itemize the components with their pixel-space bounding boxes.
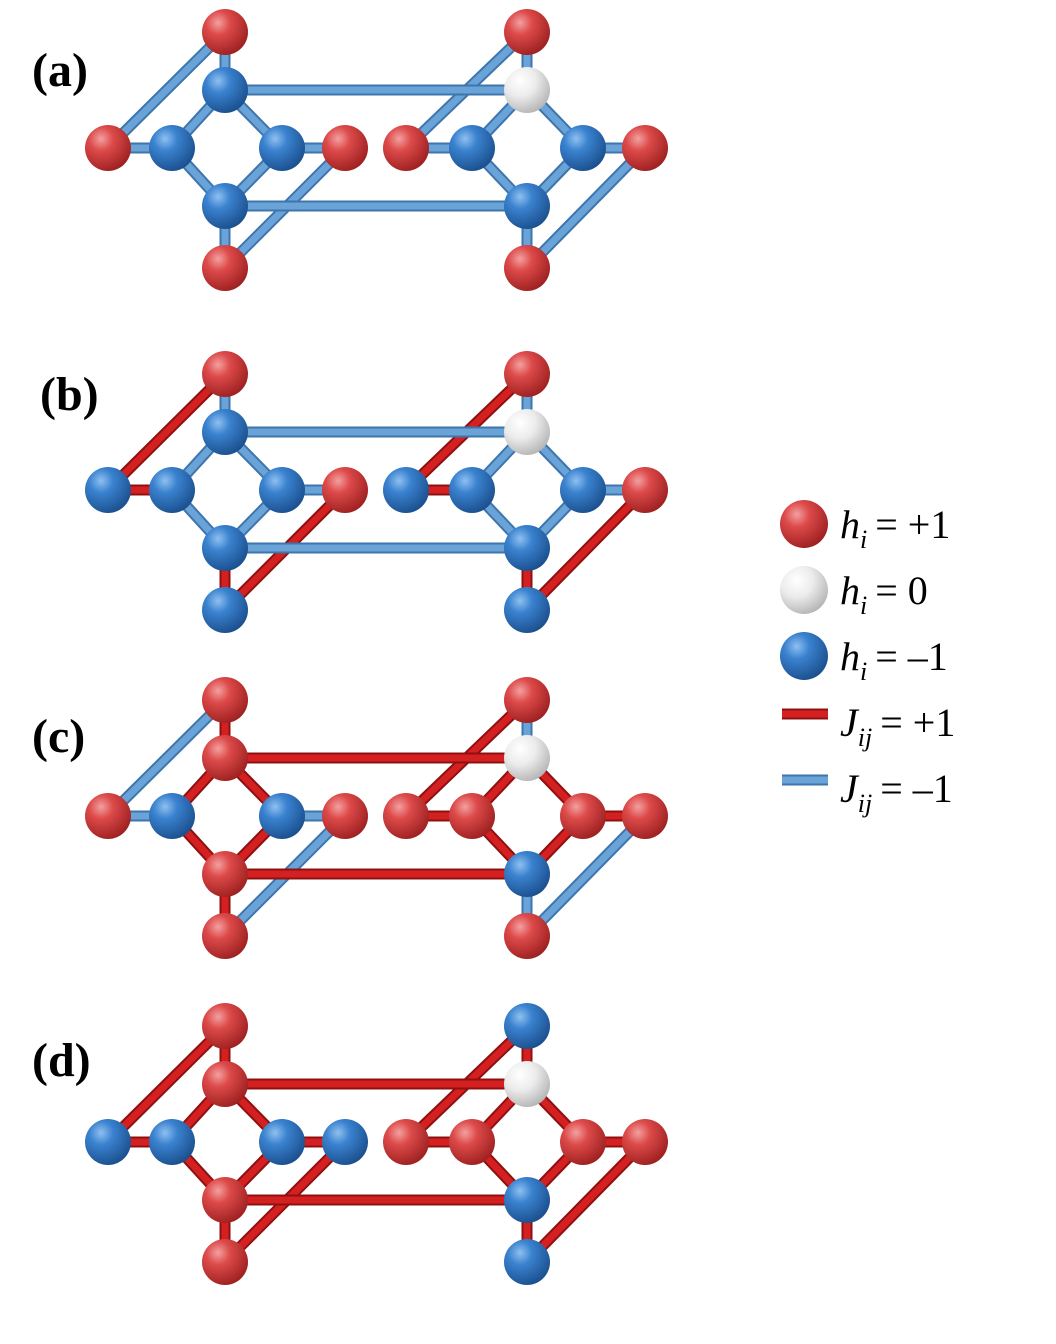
spin-L-left-in: [149, 793, 195, 839]
spin-R-far-right: [622, 1119, 668, 1165]
spin-L-down: [202, 183, 248, 229]
coupling-R-far-right-bottom: [523, 144, 649, 272]
spin-R-left-in: [449, 125, 495, 171]
legend-label: Jij= +1: [840, 700, 955, 752]
spin-L-up: [202, 1061, 248, 1107]
spin-R-right-in: [560, 125, 606, 171]
spin-L-far-right: [322, 467, 368, 513]
spin-L-bottom: [202, 245, 248, 291]
spin-R-down: [504, 183, 550, 229]
spin-R-top: [504, 351, 550, 397]
spin-L-bottom: [202, 1239, 248, 1285]
legend-item-2: hi= 0: [780, 566, 928, 620]
spin-L-up: [202, 735, 248, 781]
spin-L-left-in: [149, 467, 195, 513]
spin-R-far-left: [383, 125, 429, 171]
spin-L-right-in: [259, 793, 305, 839]
coupling-L-top-far-left: [104, 1022, 229, 1146]
spin-L-left-in: [149, 1119, 195, 1165]
spin-L-up: [202, 67, 248, 113]
legend-item-5: Jij= –1: [782, 766, 953, 818]
panel-label: (a): [32, 44, 88, 97]
legend-item-4: Jij= +1: [782, 700, 955, 752]
panel-label: (c): [32, 710, 85, 763]
spin-L-far-right: [322, 793, 368, 839]
spin-L-far-left: [85, 467, 131, 513]
coupling-R-far-right-bottom: [523, 812, 649, 940]
panel-d: (d): [32, 1003, 668, 1285]
legend-item-3: hi= –1: [780, 632, 948, 686]
legend: hi= +1 hi= 0 hi= –1 Jij= +1 Jij= –1: [780, 500, 955, 818]
panel-label: (d): [32, 1034, 91, 1087]
panel-label: (b): [40, 368, 99, 421]
legend-label: Jij= –1: [840, 766, 953, 818]
spin-R-up: [504, 735, 550, 781]
spin-R-far-right: [622, 125, 668, 171]
panels-layer: (a) (b) (c) (d): [32, 9, 668, 1285]
legend-label: hi= 0: [840, 568, 928, 620]
spin-R-right-in: [560, 793, 606, 839]
spin-R-left-in: [449, 793, 495, 839]
spin-L-up: [202, 409, 248, 455]
spin-L-top: [202, 351, 248, 397]
coupling-L-top-far-left: [104, 28, 229, 152]
legend-item-1: hi= +1: [780, 500, 950, 554]
spin-L-bottom: [202, 587, 248, 633]
spin-R-bottom: [504, 1239, 550, 1285]
spin-R-down: [504, 851, 550, 897]
legend-swatch-node: [780, 566, 828, 614]
spin-R-right-in: [560, 1119, 606, 1165]
spin-R-up: [504, 409, 550, 455]
spin-L-left-in: [149, 125, 195, 171]
spin-R-far-left: [383, 467, 429, 513]
coupling-R-far-right-bottom: [523, 486, 649, 614]
legend-label: hi= +1: [840, 502, 950, 554]
spin-L-far-left: [85, 793, 131, 839]
legend-swatch-node: [780, 500, 828, 548]
spin-R-top: [504, 677, 550, 723]
spin-R-far-left: [383, 793, 429, 839]
panel-c: (c): [32, 677, 668, 959]
spin-L-bottom: [202, 913, 248, 959]
spin-R-down: [504, 525, 550, 571]
spin-R-top: [504, 1003, 550, 1049]
spin-R-far-right: [622, 793, 668, 839]
spin-L-far-left: [85, 125, 131, 171]
spin-L-right-in: [259, 467, 305, 513]
coupling-R-far-right-bottom: [523, 1138, 649, 1266]
spin-R-up: [504, 1061, 550, 1107]
spin-L-top: [202, 1003, 248, 1049]
spin-L-far-right: [322, 125, 368, 171]
panel-a: (a): [32, 9, 668, 291]
spin-L-top: [202, 9, 248, 55]
coupling-L-top-far-left: [104, 696, 229, 820]
spin-L-far-right: [322, 1119, 368, 1165]
spin-L-right-in: [259, 1119, 305, 1165]
legend-label: hi= –1: [840, 634, 948, 686]
spin-R-bottom: [504, 913, 550, 959]
spin-L-far-left: [85, 1119, 131, 1165]
spin-L-down: [202, 851, 248, 897]
spin-R-left-in: [449, 1119, 495, 1165]
spin-R-up: [504, 67, 550, 113]
spin-R-bottom: [504, 587, 550, 633]
panel-b: (b): [40, 351, 668, 633]
spin-R-bottom: [504, 245, 550, 291]
coupling-L-top-far-left: [104, 370, 229, 494]
spin-R-top: [504, 9, 550, 55]
spin-R-far-right: [622, 467, 668, 513]
spin-L-down: [202, 1177, 248, 1223]
spin-L-down: [202, 525, 248, 571]
spin-R-far-left: [383, 1119, 429, 1165]
spin-R-right-in: [560, 467, 606, 513]
spin-L-top: [202, 677, 248, 723]
spin-L-right-in: [259, 125, 305, 171]
legend-swatch-node: [780, 632, 828, 680]
spin-R-down: [504, 1177, 550, 1223]
spin-R-left-in: [449, 467, 495, 513]
